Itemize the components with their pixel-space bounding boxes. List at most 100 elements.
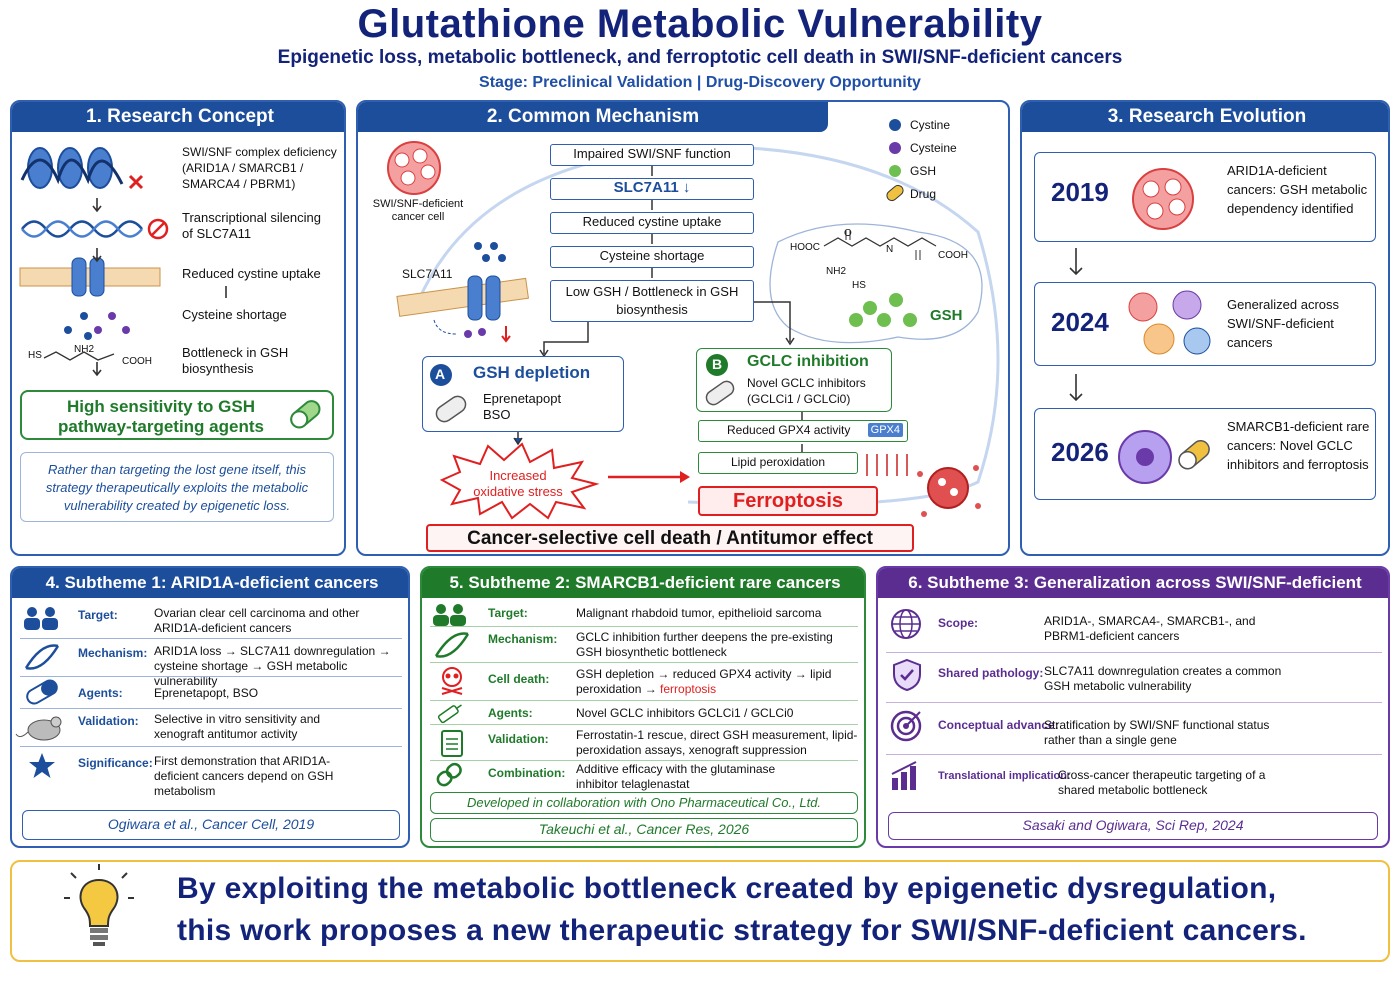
row-value-mechanism: ARID1A loss → SLC7A11 downregulation → c… [154,644,391,688]
year-2024: 2024 [1051,307,1109,337]
dna-icon [21,218,169,240]
membrane-transporter-icon [19,257,161,297]
row-divider [20,638,402,639]
lightbulb-icon [64,864,134,946]
people-icon [24,607,58,630]
mouse-icon [15,716,62,741]
capsule-icon [705,380,735,406]
result-text: Cancer-selective cell death / Antitumor … [467,528,873,549]
slc7a11-label: SLC7A11 [402,267,453,281]
molecule-dots-icon [64,312,130,340]
row-divider [430,626,858,627]
flow-low-gsh: Low GSH / Bottleneck in GSH biosynthesis [550,280,754,322]
row-value-cell-death: GSH depletion → reduced GPX4 activity → … [576,667,856,697]
panel-research-evolution: 3. Research Evolution 2019 ARID1A-defici… [1020,100,1390,556]
year-2026: 2026 [1051,437,1109,467]
row-label-conceptual-advance: Conceptual advance: [938,718,1059,732]
globe-icon [891,609,921,639]
chromatin-icon [20,147,144,190]
row-value-scope: ARID1A-, SMARCA4-, SMARCB1-, and PBRM1-d… [1044,614,1256,643]
letter-a: A [435,366,446,382]
people-icon [433,604,466,626]
row-divider [430,724,858,725]
collaboration-note: Developed in collaboration with Ono Phar… [430,792,858,814]
gpx4-box: Reduced GPX4 activity GPX4 [698,420,908,442]
panel-title: 6. Subtheme 3: Generalization across SWI… [878,568,1388,622]
evolution-text-2019: ARID1A-deficient cancers: GSH metabolic … [1227,163,1368,216]
panel-title: 2. Common Mechanism [358,102,828,132]
ferroptosis-text: Ferroptosis [732,490,844,512]
syringe-icon [437,704,462,724]
citation-ogiwara-2019[interactable]: Ogiwara et al., Cancer Cell, 2019 [22,810,400,840]
legend-cystine: Cystine [910,118,951,132]
panel-research-concept: 1. Research Concept SWI/SNF complex defi… [10,100,346,556]
citation-sasaki-2024[interactable]: Sasaki and Ogiwara, Sci Rep, 2024 [888,812,1378,840]
quote-text: Rather than targeting the lost gene itse… [45,462,309,513]
evolution-text-2024: Generalized across SWI/SNF-deficient can… [1227,297,1339,350]
row-divider [430,760,858,761]
link-icon [436,762,462,787]
panel-title: 3. Research Evolution [1022,102,1388,132]
molecule-cooh: COOH [122,356,152,367]
row-label-mechanism: Mechanism: [78,646,148,660]
year-2019: 2019 [1051,177,1109,207]
bottleneck-text: Bottleneck in GSH biosynthesis [182,345,289,376]
row-label-combination: Combination: [488,766,566,780]
panel-title: 5. Subtheme 2: SMARCB1-deficient rare ca… [422,568,864,598]
mol-hs: HS [852,280,866,291]
citation-takeuchi-2026[interactable]: Takeuchi et al., Cancer Res, 2026 [430,818,858,842]
row-value-shared-pathology: SLC7A11 downregulation creates a common … [1044,664,1282,693]
gsh-depletion-box: A GSH depletion Eprenetapopt BSO [422,356,624,432]
row-label-validation: Validation: [488,732,549,746]
gpx4-tag: GPX4 [867,423,903,437]
lipid-box: Lipid peroxidation [698,452,858,474]
multi-cell-icon [1128,290,1211,355]
conclusion-banner: By exploiting the metabolic bottleneck c… [10,860,1390,962]
letter-a-icon [430,364,452,386]
clipboard-icon [441,730,463,757]
row-label-agents: Agents: [488,706,533,720]
panel-subtheme-arid1a: 4. Subtheme 1: ARID1A-deficient cancers … [10,566,410,848]
legend-cysteine: Cysteine [910,141,957,155]
down-arrow-icon [1069,248,1083,276]
cell-label: SWI/SNF-deficient cancer cell [372,198,464,223]
mol-hooc: HOOC [790,242,820,253]
row-label-mechanism: Mechanism: [488,632,558,646]
row-value-agents: Eprenetapopt, BSO [154,686,259,700]
arrows-icon [92,198,227,377]
cell-cluster-icon [1132,168,1194,230]
down-arrow-icon [1069,374,1083,402]
row-value-translational: Cross-cancer therapeutic targeting of a … [1058,768,1266,797]
row-value-combination: Additive efficacy with the glutaminase i… [576,762,776,791]
molecule-nh2: NH2 [74,344,95,355]
row-label-agents: Agents: [78,686,123,700]
ferroptosis-box: Ferroptosis [698,486,878,516]
lipid-chain-icon [866,454,908,476]
gsh-label: GSH [930,307,963,324]
row-label-validation: Validation: [78,714,139,728]
star-icon [29,753,55,778]
panel-title: 1. Research Concept [12,102,344,132]
row-label-significance: Significance: [78,756,153,770]
capsule-icon [26,679,58,705]
skull-icon [441,667,463,695]
capsule-icon [435,395,467,423]
row-divider [20,676,402,677]
gclc-title: GCLC inhibition [747,353,869,370]
mol-cooh: COOH [938,250,968,261]
flow-reduced-uptake: Reduced cystine uptake [550,212,754,234]
shortage-text: Cysteine shortage [182,307,287,322]
row-divider [886,652,1382,653]
gclc-inhibition-box: B GCLC inhibition Novel GCLC inhibitors … [696,348,892,412]
bar-chart-icon [891,761,917,790]
panel-subtheme-smarcb1: 5. Subtheme 2: SMARCB1-deficient rare ca… [420,566,866,848]
lipid-text: Lipid peroxidation [730,455,826,469]
cystine-legend-icon [886,119,904,202]
flow-slc7a11-down: SLC7A11 ↓ [550,178,754,200]
conclusion-line-2: this work proposes a new therapeutic str… [177,914,1307,947]
row-value-target: Ovarian clear cell carcinoma and other A… [154,606,360,635]
flow-cysteine-shortage: Cysteine shortage [550,246,754,268]
evolution-item-2024: 2024 Generalized across SWI/SNF-deficien… [1034,282,1376,366]
mol-nh2: NH2 [826,266,847,277]
silencing-text: Transcriptional silencing of SLC7A11 [182,210,321,241]
